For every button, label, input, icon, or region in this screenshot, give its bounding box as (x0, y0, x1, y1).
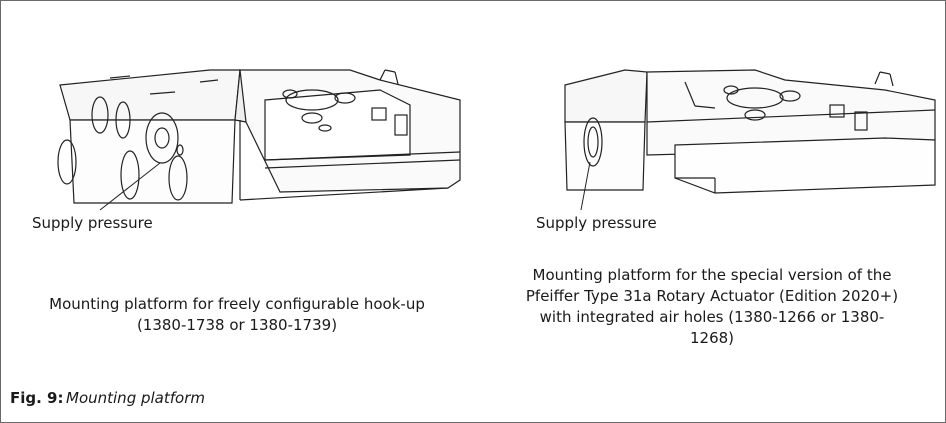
caption-right: Mounting platform for the special versio… (478, 265, 946, 349)
caption-right-line-1: Mounting platform for the special versio… (532, 266, 892, 284)
mounting-platform-right-drawing (564, 69, 936, 211)
mounting-platform-left-drawing (57, 69, 461, 211)
caption-left-line-2: (1380-1738 or 1380-1739) (136, 316, 338, 334)
caption-left: Mounting platform for freely configurabl… (0, 294, 474, 336)
caption-right-line-2: Pfeiffer Type 31a Rotary Actuator (Editi… (525, 287, 899, 305)
caption-right-line-4: 1268) (689, 329, 735, 347)
figure-caption: Fig. 9:Mounting platform (10, 389, 205, 407)
supply-pressure-label-left: Supply pressure (32, 214, 153, 232)
figure-number: Fig. 9: (10, 389, 64, 407)
caption-right-line-3: with integrated air holes (1380-1266 or … (539, 308, 885, 326)
figure-title: Mounting platform (66, 389, 205, 407)
supply-pressure-label-right: Supply pressure (536, 214, 657, 232)
caption-left-line-1: Mounting platform for freely configurabl… (49, 295, 425, 313)
